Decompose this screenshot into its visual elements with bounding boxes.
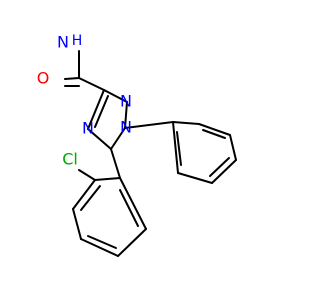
amide-carbon-bond: [78, 77, 105, 91]
chlorophenyl-inner-bond-3: [119, 189, 139, 227]
phenyl-inner-bond-1: [202, 129, 226, 139]
phenyl-bond-3: [229, 134, 237, 161]
triazole-bond-n1-c5: [110, 127, 126, 150]
amide-nitrogen-label: N: [57, 33, 69, 52]
phenyl-bond-2: [198, 123, 231, 136]
carbonyl-oxygen-label: O: [37, 69, 50, 88]
triazole-bond-c3-n4: [103, 89, 128, 103]
triazole-bond-n2-c3: [87, 89, 105, 130]
phenyl-bond-6: [172, 121, 179, 174]
triazole-nitrogen-left-label: N: [82, 119, 94, 138]
molecule-structure: H N O N N N Cl: [37, 33, 237, 257]
chlorophenyl-inner-bond-2: [87, 235, 117, 249]
phenyl-bond-1: [172, 121, 200, 125]
chlorophenyl-bond-2: [72, 179, 96, 210]
chlorophenyl-inner-bond-1: [80, 185, 101, 211]
structure-canvas: H N O N N N Cl: [36, 32, 237, 257]
chlorophenyl-bond-1: [94, 177, 121, 181]
chlorophenyl-bond-3: [72, 208, 82, 240]
chlorophenyl-bond-4: [80, 238, 119, 257]
chlorine-bond: [78, 169, 96, 181]
amide-hydrogen-label: H: [72, 33, 83, 49]
triazole-inner-bond: [94, 95, 109, 128]
chlorophenyl-bond-6: [119, 177, 147, 230]
phenyl-bond-5: [177, 172, 213, 184]
chlorine-label: Cl: [62, 150, 78, 169]
triazole-nitrogen-top-label: N: [120, 92, 132, 111]
triazole-bond-n4-n1: [124, 101, 128, 129]
atom-labels: H N O N N N Cl: [37, 33, 132, 169]
phenyl-inner-bond-3: [176, 131, 182, 166]
chlorophenyl-bond-5: [117, 228, 147, 257]
phenyl-attachment-bond: [124, 121, 174, 129]
triazole-nitrogen-right-label: N: [120, 118, 132, 137]
bond-lines: [64, 50, 237, 257]
carbonyl-double-bond-1: [64, 77, 80, 80]
phenyl-inner-bond-2: [209, 157, 230, 177]
chlorophenyl-attachment-bond: [110, 148, 121, 179]
phenyl-bond-4: [211, 159, 237, 184]
triazole-bond-c5-n2: [87, 128, 112, 150]
